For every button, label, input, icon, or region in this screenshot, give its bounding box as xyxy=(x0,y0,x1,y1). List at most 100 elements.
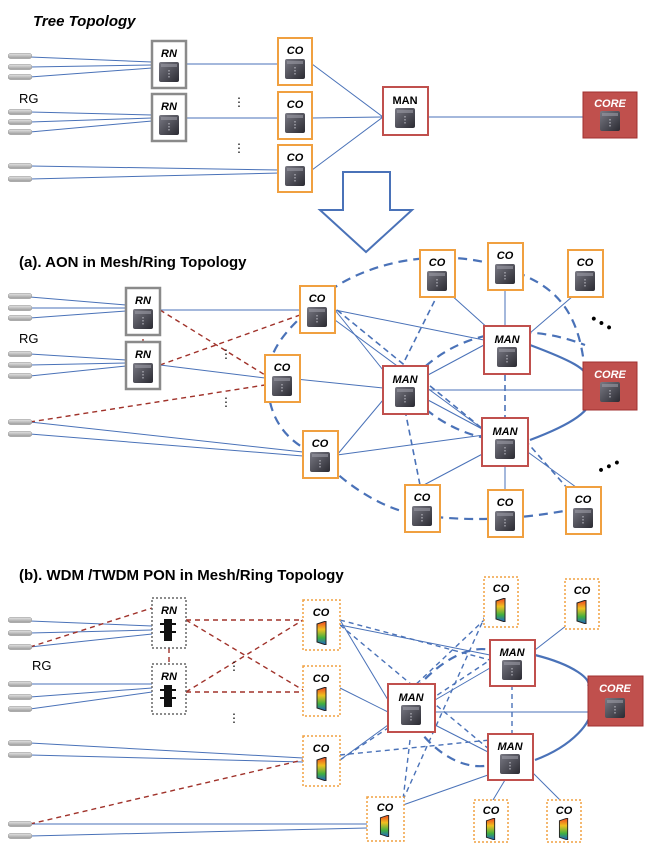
co-node: CO xyxy=(302,599,341,651)
rn-node: RN xyxy=(150,92,188,143)
vertical-ellipsis: ⋮ xyxy=(233,141,245,155)
transceiver-icon xyxy=(316,621,327,645)
rg-device-icon xyxy=(8,644,32,650)
vertical-ellipsis: ⋮ xyxy=(228,711,240,725)
rg-device-icon xyxy=(8,351,32,357)
vertical-ellipsis: ⋮ xyxy=(233,95,245,109)
rg-device-icon xyxy=(8,293,32,299)
svg-text:CO: CO xyxy=(556,805,573,817)
rg-device-icon xyxy=(8,53,32,59)
co-node: CO xyxy=(487,242,524,291)
server-box-icon xyxy=(573,508,593,528)
co-node: CO xyxy=(564,578,600,630)
ellipsis-dots: • • • xyxy=(588,310,616,335)
svg-text:CO: CO xyxy=(309,293,326,305)
co-node: CO xyxy=(302,735,341,787)
co-node: CO xyxy=(487,489,524,538)
server-box-icon xyxy=(307,307,327,327)
svg-text:CO: CO xyxy=(274,362,291,374)
rg-device-icon xyxy=(8,119,32,125)
title-tree: Tree Topology xyxy=(33,13,136,30)
svg-text:MAN: MAN xyxy=(497,741,523,753)
server-box-icon xyxy=(133,363,153,383)
svg-text:CO: CO xyxy=(577,257,594,269)
svg-text:CO: CO xyxy=(377,802,394,814)
rg-device-icon xyxy=(8,706,32,712)
rg-device-icon xyxy=(8,431,32,437)
co-node: CO xyxy=(302,430,339,479)
man-node: MAN xyxy=(487,733,534,781)
svg-text:CO: CO xyxy=(312,438,329,450)
svg-text:RN: RN xyxy=(161,101,178,113)
rg-device-icon xyxy=(8,694,32,700)
svg-text:MAN: MAN xyxy=(494,334,520,346)
svg-text:RN: RN xyxy=(161,605,178,617)
title-pon: (b). WDM /TWDM PON in Mesh/Ring Topology xyxy=(19,567,344,584)
vertical-ellipsis: ⋮ xyxy=(220,347,232,361)
rg-device-icon xyxy=(8,740,32,746)
server-box-icon xyxy=(427,271,447,291)
rg-device-icon xyxy=(8,752,32,758)
svg-text:RN: RN xyxy=(135,295,152,307)
rg-group-pon xyxy=(8,617,32,839)
co-node: CO xyxy=(419,249,456,298)
pon-links xyxy=(29,614,590,837)
svg-text:CO: CO xyxy=(414,492,431,504)
rg-device-icon xyxy=(8,305,32,311)
title-aon: (a). AON in Mesh/Ring Topology xyxy=(19,254,247,271)
transceiver-icon xyxy=(485,818,496,840)
co-node: CO xyxy=(277,144,313,193)
server-box-icon xyxy=(401,705,421,725)
server-box-icon xyxy=(412,506,432,526)
server-box-icon xyxy=(285,166,305,186)
svg-text:CO: CO xyxy=(497,497,514,509)
rg-device-icon xyxy=(8,163,32,169)
server-box-icon xyxy=(605,698,625,718)
server-box-icon xyxy=(272,376,292,396)
co-node: CO xyxy=(299,285,336,334)
transceiver-icon xyxy=(576,600,587,624)
rn-node: RN xyxy=(124,340,162,391)
pon-core-ring xyxy=(534,653,592,762)
co-node: CO xyxy=(473,799,509,843)
transceiver-icon xyxy=(495,598,506,622)
rg-label: RG xyxy=(32,658,52,673)
server-box-icon xyxy=(133,309,153,329)
rg-device-icon xyxy=(8,833,32,839)
rg-device-icon xyxy=(8,419,32,425)
svg-text:CO: CO xyxy=(575,494,592,506)
svg-text:RN: RN xyxy=(161,671,178,683)
server-box-icon xyxy=(575,271,595,291)
rg-device-icon xyxy=(8,315,32,321)
rg-device-icon xyxy=(8,821,32,827)
transceiver-icon xyxy=(558,818,569,840)
server-box-icon xyxy=(159,62,179,82)
server-box-icon xyxy=(495,264,515,284)
co-node: CO xyxy=(565,486,602,535)
svg-text:MAN: MAN xyxy=(392,95,417,107)
server-box-icon xyxy=(285,59,305,79)
rn-node: RN xyxy=(124,286,162,337)
pon-rings xyxy=(414,647,491,768)
pon-red-links xyxy=(29,607,304,825)
server-box-icon xyxy=(497,347,517,367)
transceiver-icon xyxy=(316,757,327,781)
server-box-icon xyxy=(395,108,415,128)
server-box-icon xyxy=(310,452,330,472)
transceiver-icon xyxy=(316,687,327,711)
co-node: CO xyxy=(264,354,301,403)
co-node: CO xyxy=(366,796,405,842)
svg-text:CORE: CORE xyxy=(599,683,631,695)
svg-text:CO: CO xyxy=(574,585,591,597)
vertical-ellipsis: ⋮ xyxy=(228,659,240,673)
rg-device-icon xyxy=(8,176,32,182)
svg-text:CO: CO xyxy=(287,45,304,57)
svg-text:CO: CO xyxy=(493,583,510,595)
svg-text:CO: CO xyxy=(313,743,330,755)
man-node: MAN xyxy=(382,86,429,136)
rn-node: RN xyxy=(151,663,187,715)
svg-text:CORE: CORE xyxy=(594,98,626,110)
splitter-icon xyxy=(160,619,176,641)
